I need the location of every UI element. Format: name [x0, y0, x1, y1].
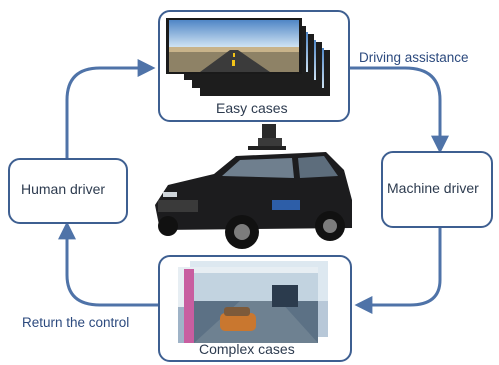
return-control-label: Return the control [22, 315, 130, 330]
human-driver-label: Human driver [21, 181, 106, 197]
arrow-human-to-easy [65, 59, 156, 158]
complex-cases-box [158, 255, 352, 362]
machine-driver-label: Machine driver [387, 180, 479, 196]
human-driver-box [8, 158, 128, 224]
easy-cases-box [158, 10, 350, 122]
arrow-easy-to-machine [350, 66, 449, 154]
complex-cases-label: Complex cases [199, 341, 295, 357]
winter-road-images [178, 261, 328, 343]
road-images-stack [166, 18, 330, 96]
arrow-machine-to-complex [354, 228, 442, 314]
driving-assistance-label: Driving assistance [359, 50, 469, 65]
machine-driver-box [381, 151, 493, 228]
easy-cases-label: Easy cases [216, 100, 288, 116]
arrow-complex-to-human [58, 221, 158, 307]
